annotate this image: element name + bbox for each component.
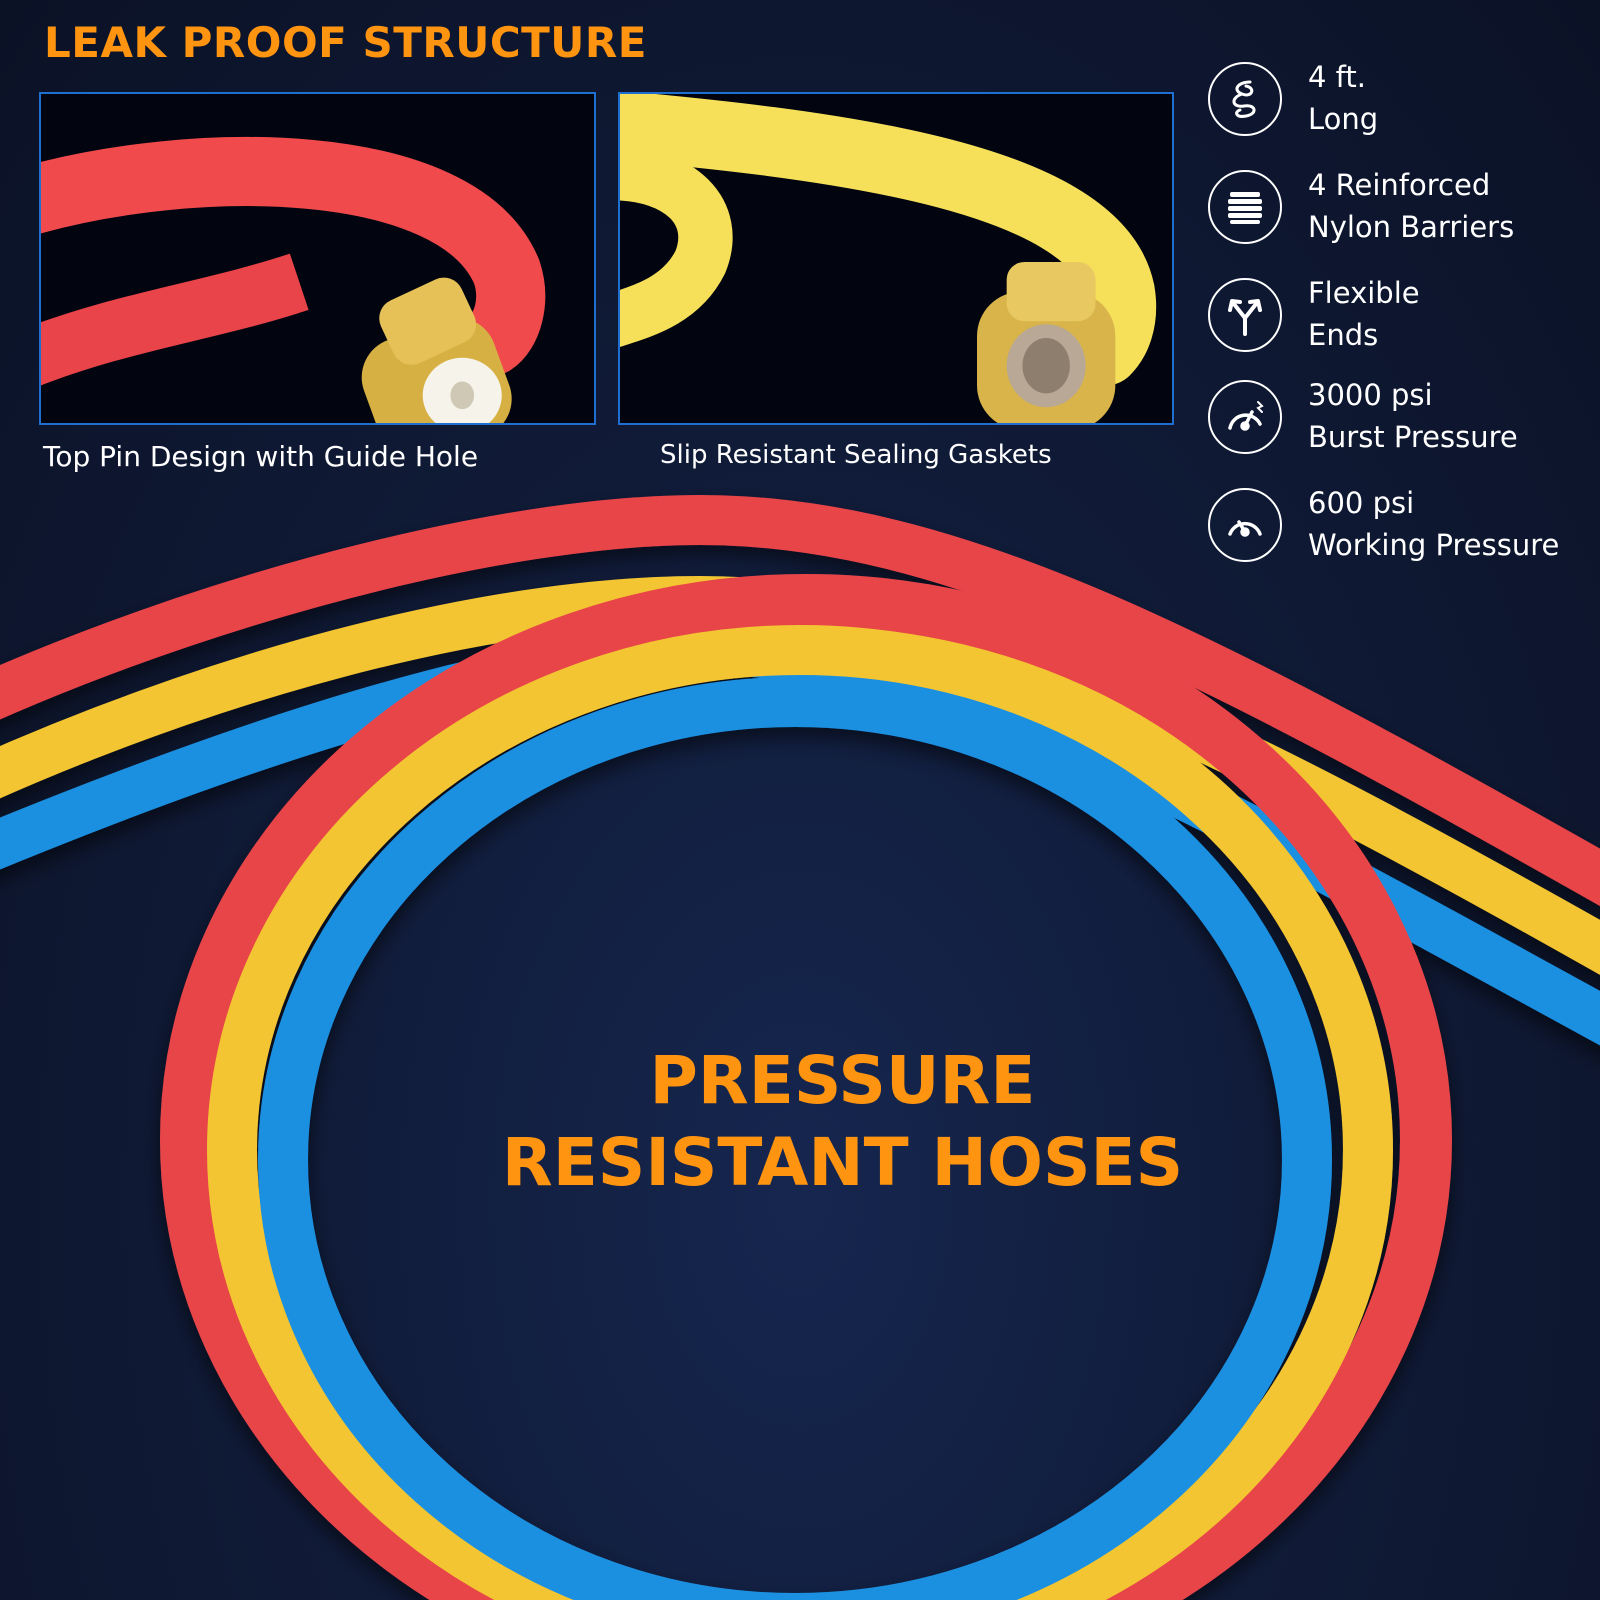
spec-working-label: Working Pressure <box>1308 528 1560 562</box>
center-title: PRESSURE RESISTANT HOSES <box>200 1040 1485 1204</box>
spec-barriers-value: 4 Reinforced <box>1308 168 1491 202</box>
red-hose-fitting-image <box>41 137 546 423</box>
spec-working-value: 600 psi <box>1308 486 1415 520</box>
caption-gaskets: Slip Resistant Sealing Gaskets <box>660 440 1052 470</box>
photo-panel-gaskets <box>618 92 1174 425</box>
spec-burst-value: 3000 psi <box>1308 378 1433 412</box>
spec-flexible-label: Ends <box>1308 318 1379 352</box>
hero-title: LEAK PROOF STRUCTURE <box>44 18 647 67</box>
spec-working: 600 psi Working Pressure <box>1208 482 1598 572</box>
spec-length-value: 4 ft. <box>1308 60 1366 94</box>
spec-burst: 3000 psi Burst Pressure <box>1208 374 1598 464</box>
yellow-hose-fitting-image <box>620 94 1157 423</box>
spec-flexible-value: Flexible <box>1308 276 1420 310</box>
red-hose-loop <box>160 574 1452 1600</box>
spec-length-label: Long <box>1308 102 1379 136</box>
caption-top-pin: Top Pin Design with Guide Hole <box>43 440 479 473</box>
spec-length: 4 ft. Long <box>1208 56 1598 146</box>
gauge-icon <box>1208 488 1282 562</box>
coiled-hose-icon <box>1208 62 1282 136</box>
spec-barriers: 4 Reinforced Nylon Barriers <box>1208 164 1598 254</box>
blue-hose-loop <box>258 677 1332 1600</box>
yellow-hose-loop <box>207 625 1393 1600</box>
spec-barriers-label: Nylon Barriers <box>1308 210 1515 244</box>
center-title-line2: RESISTANT HOSES <box>501 1124 1184 1201</box>
photo-panel-top-pin <box>39 92 596 425</box>
spec-burst-label: Burst Pressure <box>1308 420 1518 454</box>
center-title-line1: PRESSURE <box>649 1042 1036 1119</box>
burst-gauge-icon <box>1208 380 1282 454</box>
spec-flexible: Flexible Ends <box>1208 272 1598 362</box>
split-arrows-icon <box>1208 278 1282 352</box>
red-hose-run <box>0 494 1600 907</box>
layers-icon <box>1208 170 1282 244</box>
